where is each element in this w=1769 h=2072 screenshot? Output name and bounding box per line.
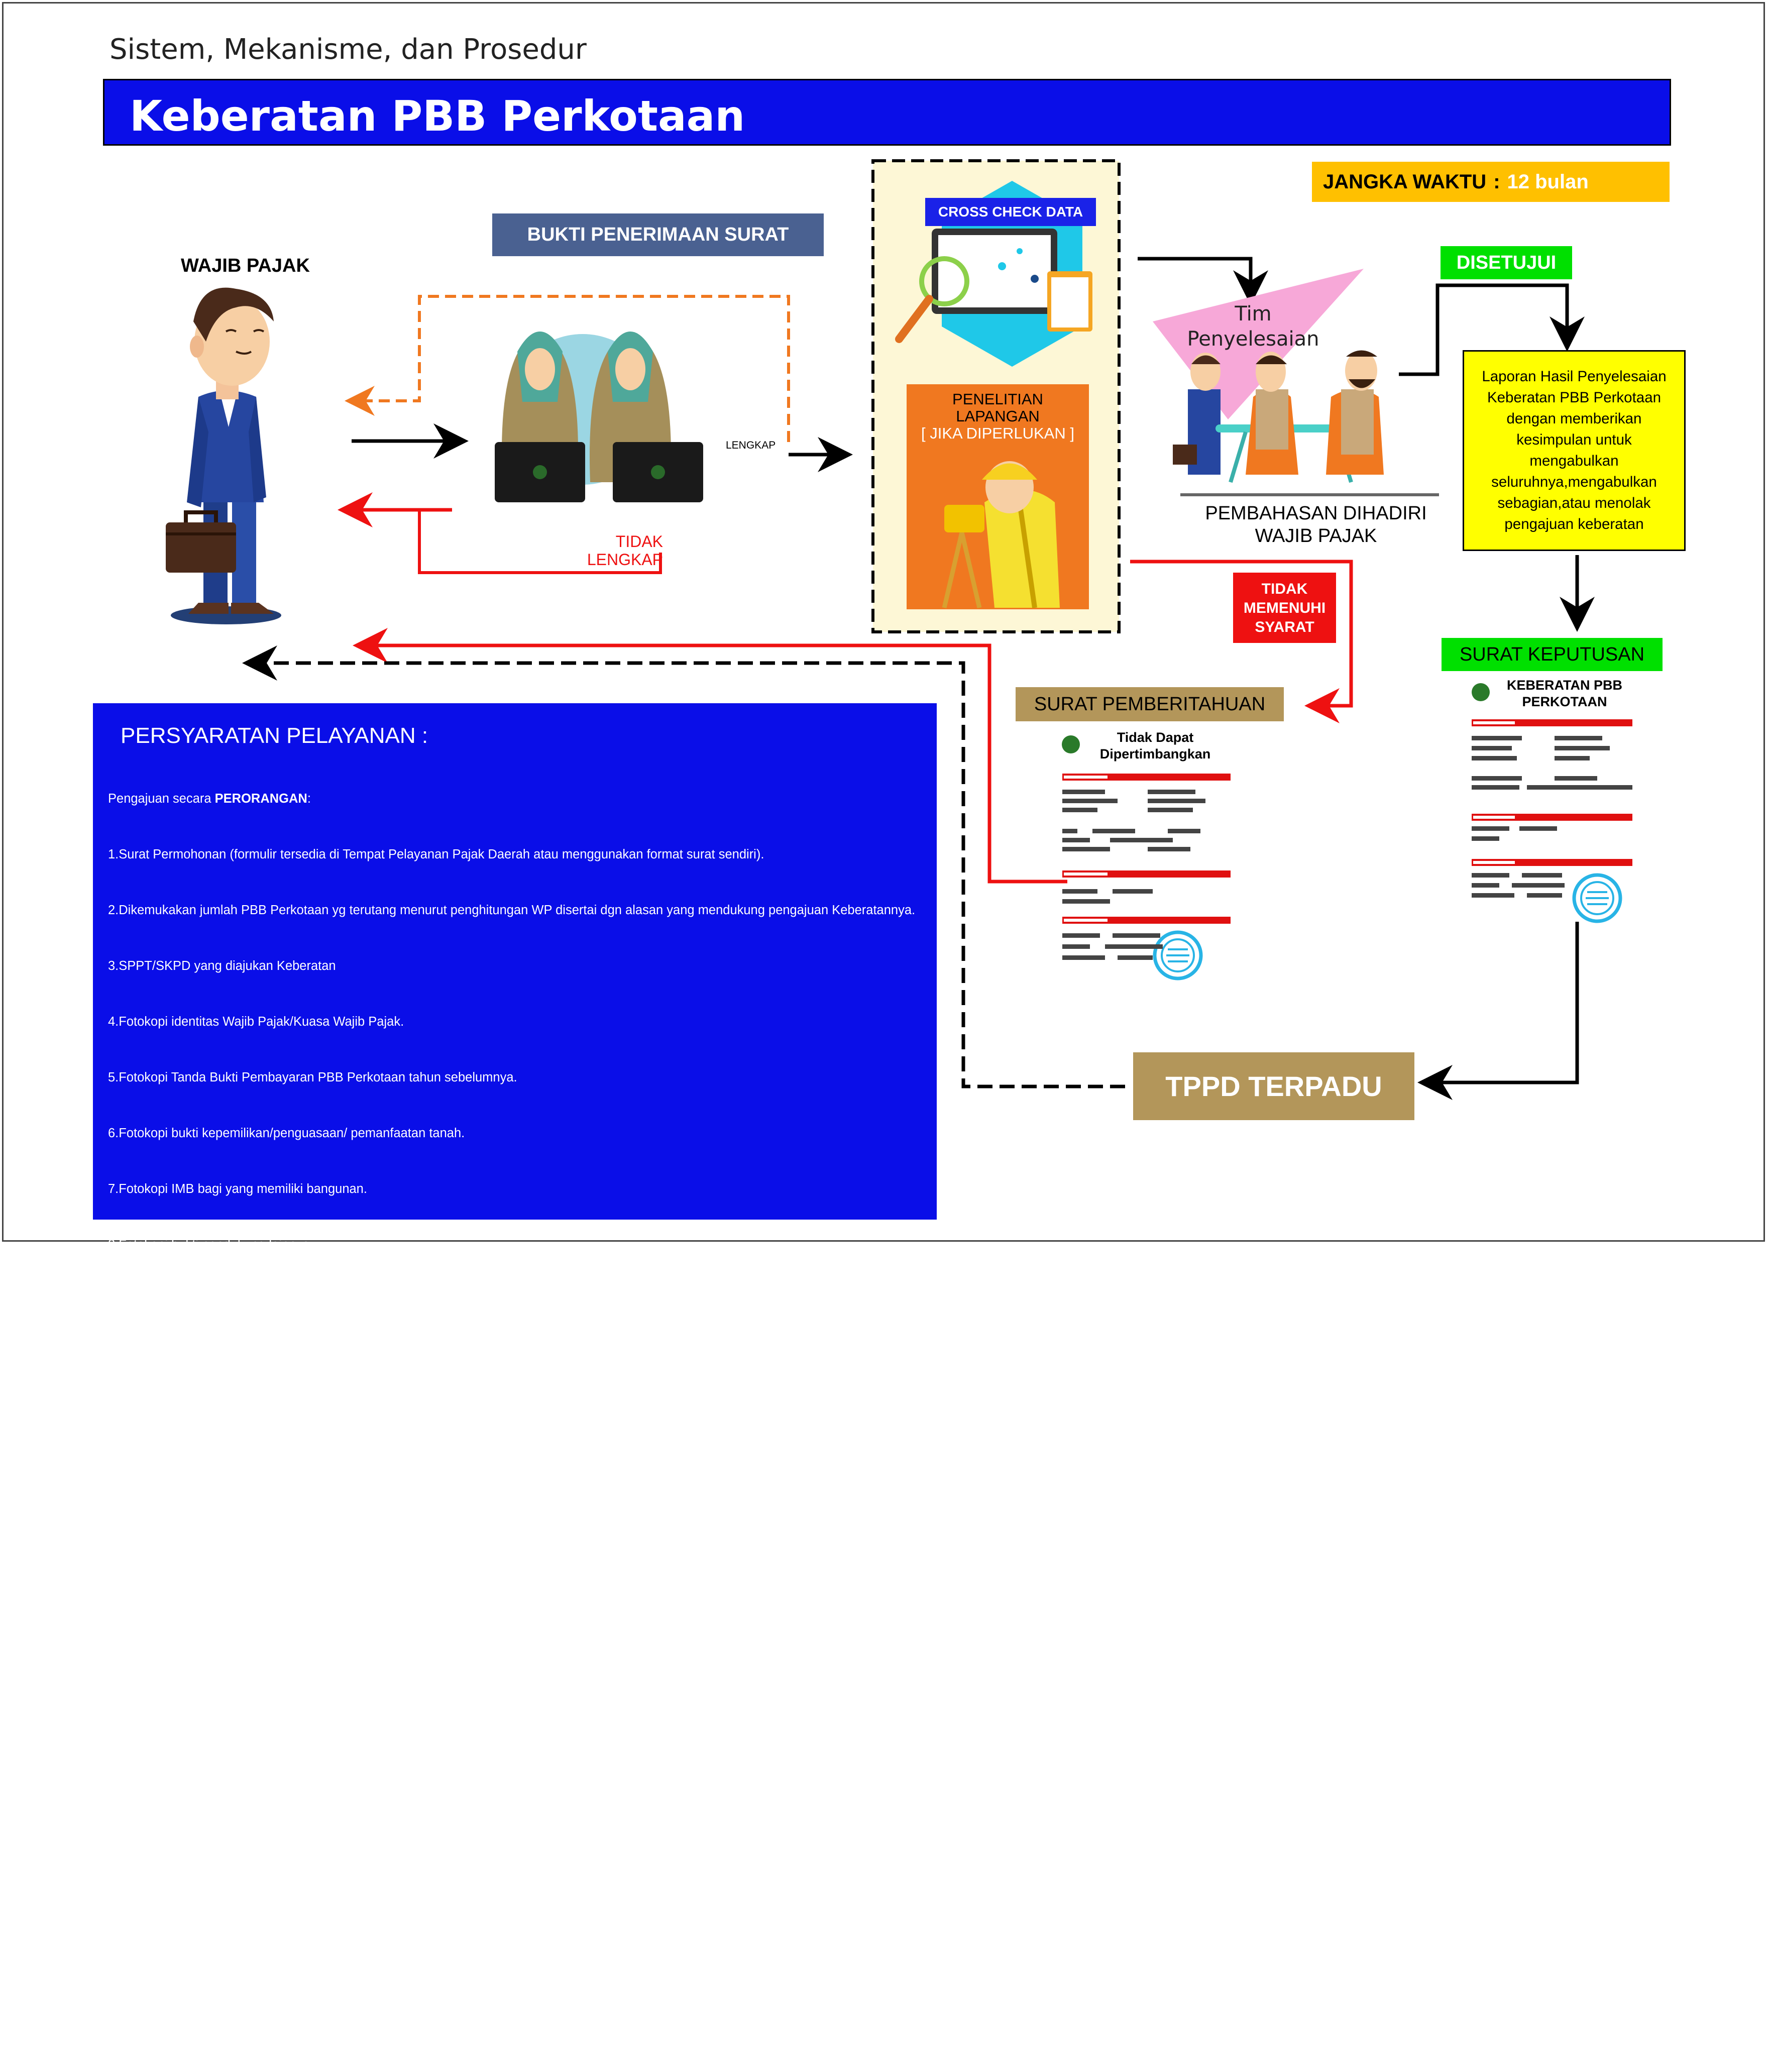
tim-line1: Tim [1235, 302, 1272, 325]
arrow-to-tppd [1417, 922, 1579, 1100]
kolektif-item: 3.SPPT yang diajukan Keberatan [108, 1572, 297, 1586]
pemberitahuan-document [1062, 735, 1203, 980]
keputusan-doc-line2: PERKOTAAN [1522, 694, 1607, 709]
perorangan-item: 4.Fotokopi identitas Wajib Pajak/Kuasa W… [108, 1015, 404, 1029]
pembahasan-line1: PEMBAHASAN DIHADIRI [1205, 503, 1427, 524]
surat-keputusan-box: SURAT KEPUTUSAN [1442, 638, 1663, 671]
keputusan-doc-line1: KEBERATAN PBB [1506, 678, 1622, 693]
tidak-lengkap-label: TIDAK LENGKAP [568, 532, 663, 569]
tidak-lengkap-line1: TIDAK [615, 532, 663, 551]
spacer [108, 1905, 951, 1923]
catatan-line2: dapat menunjukkan bahwa waktu tersebut t… [108, 2018, 687, 2032]
wajib-pajak-label: WAJIB PAJAK [181, 255, 310, 276]
surveyor-illustration [942, 461, 1060, 609]
kolektif-item: 1.Diajukan melalui Lurah setempat. [108, 1461, 309, 1475]
pembahasan-line2: WAJIB PAJAK [1255, 525, 1377, 547]
penelitian-label: PENELITIAN LAPANGAN [ JIKA DIPERLUKAN ] [907, 391, 1089, 442]
tidak-memenuhi-line3: SYARAT [1255, 619, 1314, 635]
bukti-penerimaan-label: BUKTI PENERIMAAN SURAT [527, 224, 789, 245]
diagram-graphics [166, 159, 1622, 1100]
taxpayer-illustration [166, 287, 281, 624]
perorangan-suffix: : [307, 792, 311, 806]
kolektif-bold: KOLEKTIF [214, 1349, 279, 1363]
cross-check-label: CROSS CHECK DATA [938, 204, 1083, 220]
tim-penyelesaian-label: Tim Penyelesaian [1185, 301, 1321, 352]
perorangan-item: 7.Fotokopi IMB bagi yang memiliki bangun… [108, 1182, 367, 1196]
arrow-bukti-feedback [345, 295, 790, 442]
arrow-disetujui [1399, 283, 1585, 376]
persyaratan-title: PERSYARATAN PELAYANAN : [121, 723, 428, 748]
kolektif-item: 6.Fotokopi bukti kepemilikan/penguasaan/… [108, 1739, 465, 1754]
page-title: Keberatan PBB Perkotaan [130, 91, 745, 141]
officers-illustration [495, 332, 703, 502]
surat-pemberitahuan-box: SURAT PEMBERITAHUAN [1016, 687, 1284, 721]
arrow-tidak-memenuhi [1130, 560, 1353, 723]
kolektif-item: 7.Fotokopi IMB bagi yang memiliki bangun… [108, 1795, 367, 1809]
disetujui-box: DISETUJUI [1441, 246, 1572, 279]
pemberitahuan-doc-line2: Dipertimbangkan [1099, 746, 1211, 761]
persyaratan-list: Pengajuan secara PERORANGAN: 1.Surat Per… [108, 752, 951, 2072]
surat-pemberitahuan-label: SURAT PEMBERITAHUAN [1034, 693, 1266, 715]
perorangan-item: 2.Dikemukakan jumlah PBB Perkotaan yg te… [108, 903, 916, 917]
disetujui-label: DISETUJUI [1456, 252, 1557, 273]
surat-keputusan-label: SURAT KEPUTUSAN [1459, 643, 1645, 665]
pemberitahuan-doc-line1: Tidak Dapat [1117, 730, 1194, 745]
kolektif-item: 5.Fotokopi Tanda Bukti Pembayaran PBB Pe… [108, 1684, 517, 1698]
penelitian-line2: LAPANGAN [956, 407, 1040, 425]
penelitian-line3: [ JIKA DIPERLUKAN ] [921, 424, 1074, 442]
tppd-terpadu-label: TPPD TERPADU [1165, 1070, 1382, 1102]
catatan-line1: Catatan: Diajukan dalam jangka waktu 3 b… [108, 1962, 845, 1977]
kolektif-note: (Catatan: PBB Perkotaan yang terutang un… [108, 1405, 618, 1419]
perorangan-prefix: Pengajuan secara [108, 792, 215, 806]
keputusan-document [1472, 683, 1622, 923]
perorangan-item: 6.Fotokopi bukti kepemilikan/penguasaan/… [108, 1126, 465, 1140]
spacer [108, 1291, 951, 1310]
perorangan-heading: Pengajuan secara PERORANGAN: [108, 790, 951, 808]
perorangan-item: 3.SPPT/SKPD yang diajukan Keberatan [108, 959, 336, 973]
tppd-terpadu-box: TPPD TERPADU [1133, 1052, 1414, 1120]
laporan-text: Laporan Hasil Penyelesaian Keberatan PBB… [1482, 368, 1667, 532]
pembahasan-label: PEMBAHASAN DIHADIRI WAJIB PAJAK [1170, 502, 1462, 548]
lengkap-label: LENGKAP [726, 440, 776, 451]
perorangan-item: 8.Fotokopi bukti pendukung lainnya. [108, 1238, 313, 1252]
bukti-penerimaan-box: BUKTI PENERIMAAN SURAT [492, 213, 824, 256]
jangka-waktu-sep: : [1493, 170, 1500, 193]
perorangan-item: 5.Fotokopi Tanda Bukti Pembayaran PBB Pe… [108, 1070, 517, 1084]
persyaratan-panel: PERSYARATAN PELAYANAN : Pengajuan secara… [93, 703, 951, 2032]
arrow-tppd-return [242, 645, 1125, 1088]
kolektif-suffix: : [279, 1349, 283, 1363]
meeting-illustration [1153, 269, 1439, 496]
kolektif-item: 2.Dikemukakan jumlah PBB Perkotaan yang … [108, 1516, 951, 1531]
tidak-memenuhi-line1: TIDAK [1261, 581, 1308, 597]
pemberitahuan-doc-title: Tidak Dapat Dipertimbangkan [1080, 729, 1231, 762]
kolektif-item: 4.Fotokopi identitas Wajib Pajak/Kuasa W… [108, 1628, 404, 1642]
penelitian-line1: PENELITIAN [952, 390, 1043, 408]
jangka-waktu-value: 12 bulan [1507, 170, 1589, 193]
jangka-waktu-box: JANGKA WAKTU : 12 bulan [1312, 162, 1670, 202]
tidak-memenuhi-line2: MEMENUHI [1243, 600, 1326, 616]
perorangan-bold: PERORANGAN [214, 792, 307, 806]
title-bar: Keberatan PBB Perkotaan [103, 79, 1671, 146]
diagram-canvas: Sistem, Mekanisme, dan Prosedur Keberata… [2, 2, 1765, 2032]
kolektif-heading: Pengajuan secara KOLEKTIF: [108, 1347, 951, 1366]
kolektif-prefix: Pengajuan secara [108, 1349, 215, 1363]
jangka-waktu-label: JANGKA WAKTU [1323, 170, 1487, 193]
page-border [2, 2, 1765, 1242]
cross-check-box: CROSS CHECK DATA [925, 198, 1096, 226]
arrow-pemberitahuan-return [353, 628, 1067, 884]
tidak-lengkap-line2: LENGKAP [587, 551, 663, 569]
tim-line2: Penyelesaian [1187, 328, 1319, 351]
kolektif-item: 8.Fotokopi bukti pendukung lainnya [108, 1851, 310, 1865]
page-subtitle: Sistem, Mekanisme, dan Prosedur [109, 33, 587, 66]
tidak-memenuhi-box: TIDAK MEMENUHI SYARAT [1233, 573, 1336, 643]
arrow-to-tim [1138, 257, 1268, 305]
perorangan-item: 1.Surat Permohonan (formulir tersedia di… [108, 847, 764, 861]
keputusan-doc-title: KEBERATAN PBB PERKOTAAN [1489, 677, 1640, 710]
laporan-box: Laporan Hasil Penyelesaian Keberatan PBB… [1463, 350, 1686, 551]
